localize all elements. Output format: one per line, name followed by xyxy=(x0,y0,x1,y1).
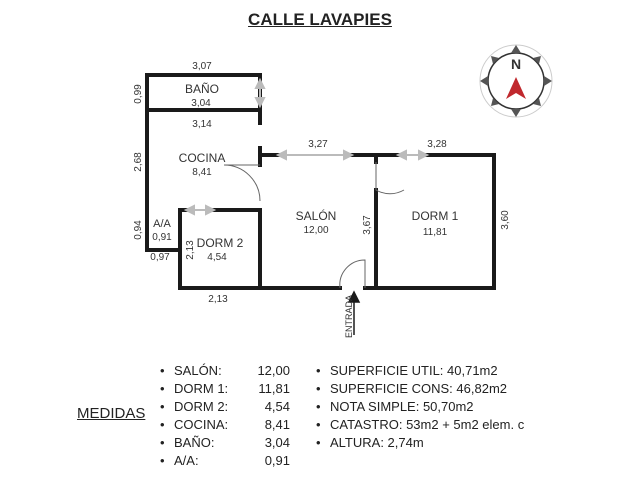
list-item: SUPERFICIE UTIL: 40,71m2 xyxy=(316,362,546,380)
dim-salon-top: 3,27 xyxy=(308,139,328,150)
room-area-cocina: 8,41 xyxy=(192,167,212,178)
list-item: ALTURA: 2,74m xyxy=(316,434,546,452)
list-item: A/A:0,91 xyxy=(160,452,290,470)
entrance-arrow xyxy=(347,290,361,335)
dimension-labels: 3,07 3,14 3,27 3,28 0,97 2,13 0,99 2,68 … xyxy=(133,61,511,305)
dim-aa-bottom: 0,97 xyxy=(150,252,170,263)
list-item: SUPERFICIE CONS: 46,82m2 xyxy=(316,380,546,398)
room-area-aa: 0,91 xyxy=(152,232,172,243)
dim-cocina-left: 2,68 xyxy=(133,152,144,172)
list-item: COCINA:8,41 xyxy=(160,416,290,434)
window-markers xyxy=(183,77,430,216)
dim-dorm1-right: 3,60 xyxy=(500,210,511,230)
list-item: DORM 1:11,81 xyxy=(160,380,290,398)
entrance-door xyxy=(339,259,366,289)
surface-info-list: SUPERFICIE UTIL: 40,71m2 SUPERFICIE CONS… xyxy=(316,362,546,452)
room-area-bano: 3,04 xyxy=(191,98,211,109)
room-name-dorm2: DORM 2 xyxy=(197,236,244,250)
dorm1-door xyxy=(375,162,405,195)
compass-icon: N xyxy=(479,44,553,118)
room-area-salon: 12,00 xyxy=(303,225,328,236)
room-name-salon: SALÓN xyxy=(296,208,337,223)
room-area-dorm1: 11,81 xyxy=(423,227,448,238)
plan-title: CALLE LAVAPIES xyxy=(248,10,392,29)
list-item: DORM 2:4,54 xyxy=(160,398,290,416)
dim-dorm1-top: 3,28 xyxy=(427,139,447,150)
door-swings xyxy=(223,162,405,289)
entrance-label: ENTRADA xyxy=(344,295,354,338)
list-item: NOTA SIMPLE: 50,70m2 xyxy=(316,398,546,416)
room-area-dorm2: 4,54 xyxy=(207,252,227,263)
dim-salon-right: 3,67 xyxy=(362,215,373,235)
dim-cocina-top: 3,14 xyxy=(192,119,212,130)
room-area-list: SALÓN:12,00 DORM 1:11,81 DORM 2:4,54 COC… xyxy=(160,362,290,470)
medidas-label: MEDIDAS xyxy=(77,405,146,422)
dim-bano-top: 3,07 xyxy=(192,61,212,72)
room-name-cocina: COCINA xyxy=(179,151,226,165)
room-labels: BAÑO 3,04 COCINA 8,41 A/A 0,91 DORM 2 4,… xyxy=(152,82,458,263)
compass-north-label: N xyxy=(511,56,521,72)
compass-arrow xyxy=(506,77,526,99)
list-item: SALÓN:12,00 xyxy=(160,362,290,380)
list-item: CATASTRO: 53m2 + 5m2 elem. c xyxy=(316,416,546,434)
cocina-door xyxy=(223,164,261,202)
room-name-bano: BAÑO xyxy=(185,82,219,96)
dim-dorm2-left: 2,13 xyxy=(185,240,196,260)
room-name-dorm1: DORM 1 xyxy=(412,209,459,223)
walls xyxy=(145,73,496,290)
dim-dorm2-bottom: 2,13 xyxy=(208,294,228,305)
list-item: BAÑO:3,04 xyxy=(160,434,290,452)
room-name-aa: A/A xyxy=(153,218,171,230)
dim-bano-left: 0,99 xyxy=(133,84,144,104)
dim-aa-left: 0,94 xyxy=(133,220,144,240)
